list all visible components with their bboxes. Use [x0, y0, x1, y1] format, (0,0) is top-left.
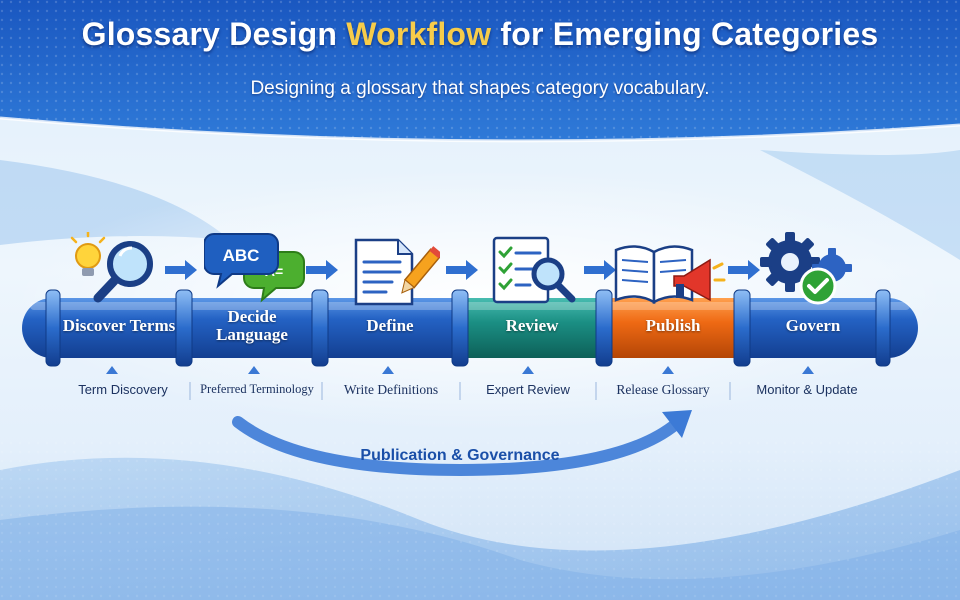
lightbulb-magnifier-icon [70, 232, 153, 303]
flow-arrow [165, 260, 760, 280]
svg-text:ABC: ABC [223, 246, 260, 265]
checklist-magnifier-icon [492, 236, 576, 304]
publication-governance-label: Publication & Governance [360, 447, 560, 464]
stage-review-label: Review [505, 316, 559, 335]
book-megaphone-icon [614, 245, 726, 305]
pipe-collar [45, 289, 891, 367]
page-subtitle: Designing a glossary that shapes categor… [250, 78, 710, 99]
stage-review-sublabel: Expert Review [486, 382, 570, 397]
title-highlight: Workflow [346, 16, 492, 52]
stage-publish-sublabel: Release Glossary [616, 382, 710, 397]
stage-define-sublabel: Write Definitions [343, 382, 439, 397]
document-pencil-icon [354, 238, 440, 306]
stage-decide-sublabel: Preferred Terminology [200, 382, 314, 396]
stage-govern-sublabel: Monitor & Update [756, 382, 858, 397]
stage-govern-label: Govern [785, 316, 841, 335]
gears-check-icon [760, 232, 852, 305]
stage-discover-sublabel: Term Discovery [78, 382, 168, 397]
stage-define-label: Define [366, 316, 414, 335]
stage-discover-label: Discover Terms [62, 316, 176, 335]
page-title: Glossary Design Workflow for Emerging Ca… [81, 16, 879, 52]
stage-pointer [106, 366, 814, 374]
curved-return-arrow [232, 410, 692, 477]
stage-decide-label: Decide Language [216, 307, 288, 344]
stage-publish-label: Publish [645, 316, 701, 335]
speech-bubbles-icon: A= ABC [204, 233, 305, 303]
